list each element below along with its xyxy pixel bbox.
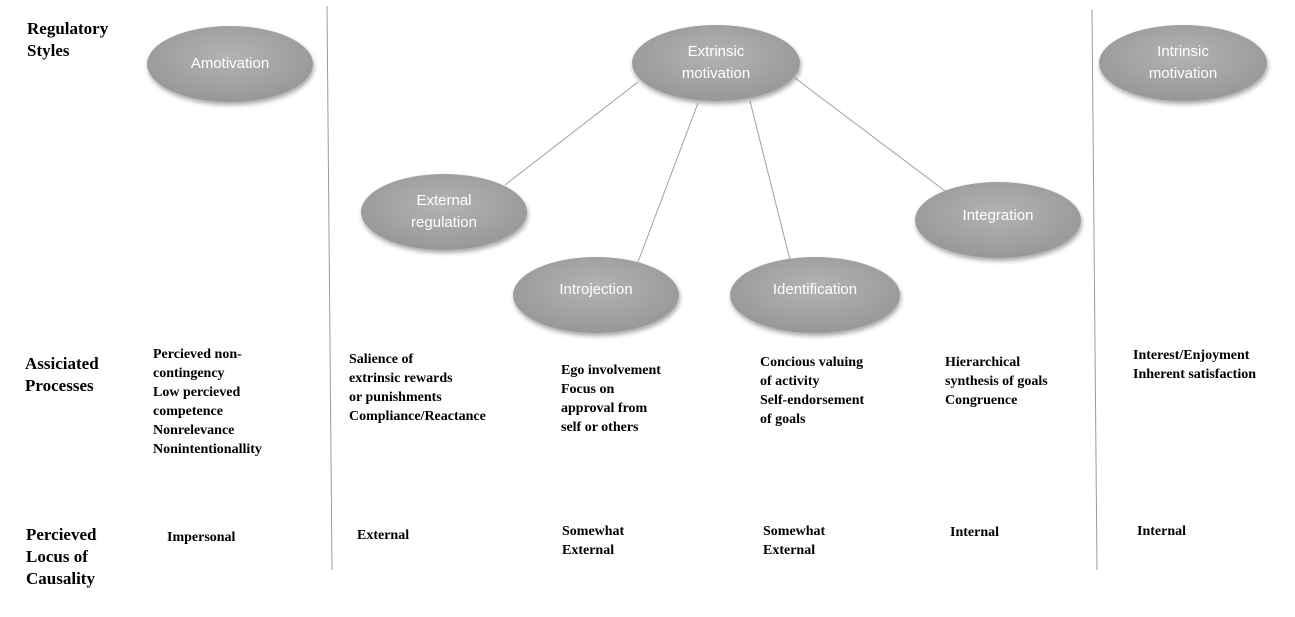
row-label-regulatory-styles: Regulatory Styles	[27, 19, 109, 60]
processes-identification: Concious valuing of activity Self-endors…	[760, 355, 865, 427]
node-integration-shape	[915, 182, 1081, 258]
processes-integration: Hierarchical synthesis of goals Congruen…	[945, 355, 1048, 408]
connector-introjection	[637, 102, 699, 263]
node-identification-label: Identification	[772, 281, 858, 298]
locus-identification: Somewhat External	[763, 524, 826, 558]
locus-intrinsic-motivation: Internal	[1137, 524, 1186, 539]
divider-right	[1091, 9, 1098, 571]
node-amotivation-label: Amotivation	[190, 55, 270, 72]
node-introjection-label: Introjection	[559, 281, 633, 298]
connector-integration	[794, 77, 946, 192]
node-external-regulation-shape	[361, 174, 527, 250]
processes-introjection: Ego involvement Focus on approval from s…	[561, 363, 661, 435]
node-amotivation-shape	[147, 26, 313, 102]
processes-external-regulation: Salience of extrinsic rewards or punishm…	[349, 352, 486, 424]
node-external-regulation-label: External regulation	[411, 192, 477, 231]
locus-external-regulation: External	[357, 528, 410, 543]
node-extrinsic-motivation-label: Extrinsic motivation	[681, 43, 751, 82]
node-introjection-shape	[513, 257, 679, 333]
node-intrinsic-motivation-shape	[1099, 25, 1267, 101]
locus-introjection: Somewhat External	[562, 524, 625, 558]
connector-identification	[749, 100, 791, 261]
node-extrinsic-motivation-shape	[632, 25, 800, 101]
node-integration-label: Integration	[962, 207, 1034, 224]
processes-intrinsic-motivation: Interest/Enjoyment Inherent satisfaction	[1133, 348, 1257, 382]
locus-amotivation: Impersonal	[167, 530, 236, 545]
divider-left	[326, 5, 333, 571]
node-intrinsic-motivation-label: Intrinsic motivation	[1148, 43, 1218, 82]
connector-external-regulation	[504, 81, 639, 186]
processes-amotivation: Percieved non- contingency Low percieved…	[153, 347, 262, 457]
row-label-associated-processes: Assiciated Processes	[25, 354, 99, 395]
node-identification-shape	[730, 257, 900, 333]
row-label-locus-of-causality: Percieved Locus of Causality	[26, 525, 97, 588]
locus-integration: Internal	[950, 525, 999, 540]
